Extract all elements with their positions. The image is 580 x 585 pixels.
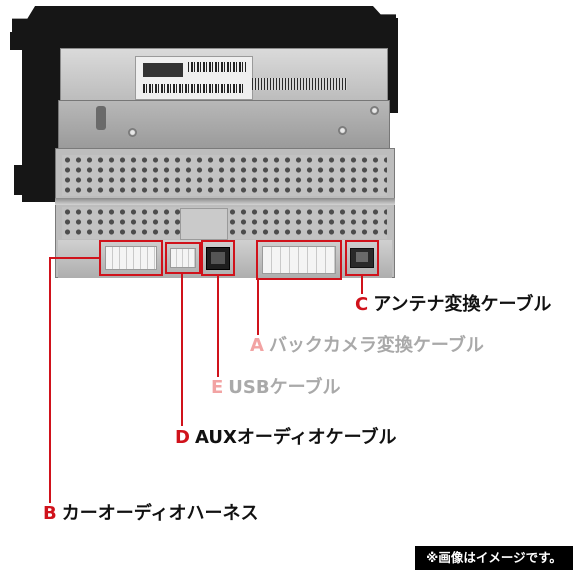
- screw-icon: [338, 126, 347, 135]
- highlight-box-b: [99, 240, 163, 276]
- callout-label: USBケーブル: [228, 377, 341, 398]
- mechanism-front-face: [58, 100, 390, 150]
- callout-label: バックカメラ変換ケーブル: [268, 335, 484, 356]
- callout-letter: D: [175, 427, 190, 448]
- leader-line-b: [49, 257, 51, 503]
- mounting-bracket-left: [22, 30, 60, 202]
- vent-holes-upper: [62, 155, 387, 196]
- leader-line-b: [50, 257, 100, 259]
- callout-letter: A: [250, 335, 264, 356]
- bracket-tab: [10, 32, 24, 50]
- highlight-box-d: [165, 242, 201, 274]
- callout-label: アンテナ変換ケーブル: [373, 294, 552, 315]
- barcode: [252, 78, 347, 90]
- leader-line-d: [181, 274, 183, 426]
- antenna-jack-icon: [356, 252, 368, 262]
- sticker-logo-block: [143, 63, 183, 77]
- leader-line-c: [361, 276, 363, 294]
- connector-b-harness: [105, 246, 157, 270]
- bracket-tab: [14, 165, 24, 195]
- connector-a-back-camera: [262, 246, 336, 274]
- callout-label: AUXオーディオケーブル: [194, 427, 397, 448]
- callout-letter: E: [211, 377, 224, 398]
- highlight-box-e: [201, 240, 235, 276]
- mounting-bracket-top: [12, 6, 396, 48]
- chassis-ridge: [55, 198, 395, 205]
- barcode: [188, 62, 246, 72]
- callout-letter: C: [355, 294, 369, 315]
- screw-icon: [128, 128, 137, 137]
- image-disclaimer-note: ※画像はイメージです。: [415, 546, 573, 570]
- leader-line-a: [257, 280, 259, 335]
- highlight-box-c: [345, 240, 379, 276]
- callout-label: カーオーディオハーネス: [61, 503, 259, 524]
- connector-d-aux: [170, 248, 196, 268]
- usb-port-icon: [211, 252, 225, 264]
- leader-line-e: [217, 276, 219, 377]
- callout-letter: B: [43, 503, 57, 524]
- highlight-box-a: [256, 240, 342, 280]
- mounting-slot: [96, 106, 106, 130]
- screw-icon: [370, 106, 379, 115]
- barcode: [143, 84, 243, 93]
- blank-panel: [180, 208, 228, 240]
